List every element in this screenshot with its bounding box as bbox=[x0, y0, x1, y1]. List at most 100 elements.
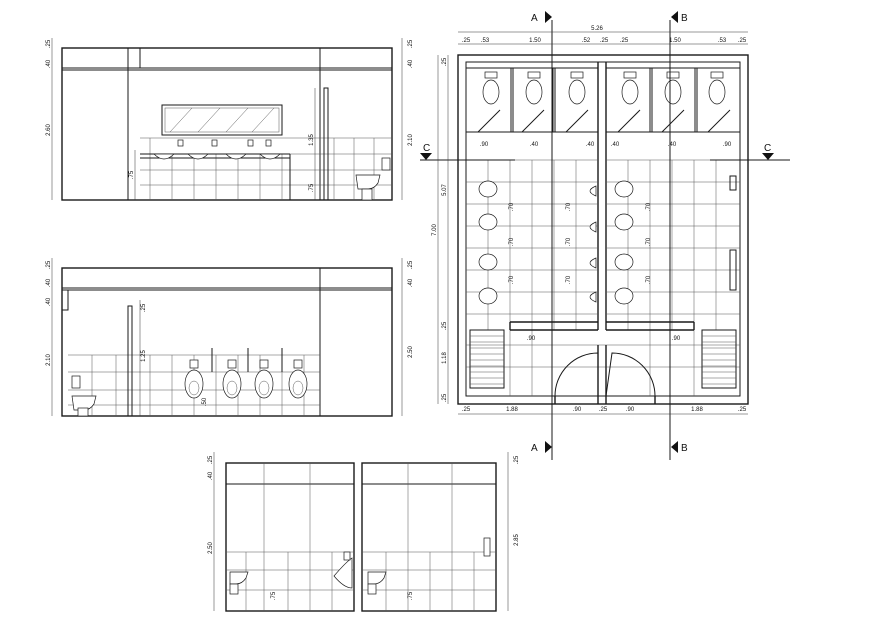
elev1-basins bbox=[153, 139, 281, 160]
svg-text:.70: .70 bbox=[509, 275, 515, 284]
svg-text:.40: .40 bbox=[46, 278, 52, 287]
elevation-sinks: .25 .40 2.60 .25 .40 2.10 .75 1.35 .75 bbox=[46, 38, 414, 201]
svg-text:.90: .90 bbox=[573, 407, 582, 413]
svg-text:.25: .25 bbox=[208, 455, 214, 464]
svg-text:.90: .90 bbox=[626, 407, 635, 413]
elev2-door-edge bbox=[127, 305, 133, 417]
svg-text:2.50: 2.50 bbox=[408, 346, 414, 358]
elev2-urinals bbox=[184, 348, 308, 399]
svg-text:.70: .70 bbox=[566, 202, 572, 211]
elev3-dimensions: .25 .40 2.50 .25 2.85 .75 .75 bbox=[208, 452, 520, 611]
svg-text:1.50: 1.50 bbox=[669, 38, 681, 44]
svg-text:1.25: 1.25 bbox=[141, 350, 147, 362]
plan-outer-wall bbox=[457, 54, 749, 405]
plan-entry-walls bbox=[509, 321, 695, 404]
svg-text:.25: .25 bbox=[620, 38, 629, 44]
svg-text:.70: .70 bbox=[646, 237, 652, 246]
section-a-label-bottom: A bbox=[531, 443, 538, 454]
svg-text:.90: .90 bbox=[723, 142, 732, 148]
svg-text:.25: .25 bbox=[442, 393, 448, 402]
svg-text:.70: .70 bbox=[566, 275, 572, 284]
plan-left-dimensions: 7.00 .25 5.07 .25 1.18 .25 bbox=[432, 55, 449, 404]
svg-text:5.07: 5.07 bbox=[442, 184, 448, 196]
plan-tile-grid bbox=[466, 159, 740, 396]
plan-inner-wall bbox=[465, 61, 741, 397]
svg-text:5.26: 5.26 bbox=[591, 26, 603, 32]
plan-louvre-panels bbox=[469, 329, 737, 389]
plan-stall-partitions bbox=[466, 67, 740, 133]
svg-text:.25: .25 bbox=[599, 407, 608, 413]
elev1-mirror bbox=[161, 104, 283, 136]
svg-text:7.00: 7.00 bbox=[432, 224, 438, 236]
svg-text:.25: .25 bbox=[141, 303, 147, 312]
svg-text:.25: .25 bbox=[46, 39, 52, 48]
plan-toilet-row bbox=[482, 71, 726, 105]
svg-text:.90: .90 bbox=[672, 336, 681, 342]
section-c-label-right: C bbox=[764, 143, 771, 154]
plan-bottom-dimensions: .25 1.88 .90 .25 .90 1.88 .25 bbox=[458, 407, 748, 415]
svg-text:.25: .25 bbox=[514, 455, 520, 464]
section-b-label-top: B bbox=[681, 13, 688, 24]
svg-text:.53: .53 bbox=[718, 38, 727, 44]
svg-text:1.50: 1.50 bbox=[529, 38, 541, 44]
svg-text:.25: .25 bbox=[462, 38, 471, 44]
svg-text:.40: .40 bbox=[530, 142, 539, 148]
svg-text:.40: .40 bbox=[46, 297, 52, 306]
svg-text:.70: .70 bbox=[646, 202, 652, 211]
svg-text:.53: .53 bbox=[481, 38, 490, 44]
svg-text:.25: .25 bbox=[600, 38, 609, 44]
plan-urinals bbox=[589, 185, 597, 303]
elev3-fixtures bbox=[229, 537, 491, 595]
svg-text:.25: .25 bbox=[738, 407, 747, 413]
section-line-a: A A bbox=[531, 11, 553, 460]
svg-text:.90: .90 bbox=[527, 336, 536, 342]
section-c-label-left: C bbox=[423, 143, 430, 154]
svg-text:.75: .75 bbox=[129, 170, 135, 179]
svg-text:.70: .70 bbox=[509, 202, 515, 211]
elev1-dimensions: .25 .40 2.60 .25 .40 2.10 .75 1.35 .75 bbox=[46, 38, 414, 200]
svg-text:.75: .75 bbox=[271, 591, 277, 600]
svg-text:.25: .25 bbox=[442, 57, 448, 66]
svg-text:2.60: 2.60 bbox=[46, 124, 52, 136]
plan-wash-basins bbox=[478, 180, 634, 305]
svg-text:.25: .25 bbox=[408, 260, 414, 269]
section-b-label-bottom: B bbox=[681, 443, 688, 454]
section-line-c: C C bbox=[420, 143, 790, 161]
elev2-toilet bbox=[71, 375, 97, 417]
elevation-urinals: .25 .40 .40 2.10 .25 .40 2.50 .25 1.25 .… bbox=[46, 258, 414, 417]
svg-text:.25: .25 bbox=[462, 407, 471, 413]
plan-top-dimensions: 5.26 .25 .53 1.50 .52 .25 .25 1.50 .53 .… bbox=[458, 26, 748, 45]
svg-text:2.50: 2.50 bbox=[208, 542, 214, 554]
svg-text:.50: .50 bbox=[202, 397, 208, 406]
svg-text:2.10: 2.10 bbox=[408, 134, 414, 146]
svg-text:.40: .40 bbox=[611, 142, 620, 148]
svg-text:.52: .52 bbox=[582, 38, 591, 44]
svg-text:1.35: 1.35 bbox=[309, 134, 315, 146]
plan-inner-dimensions: .90 .40 .40 .40 .40 .90 .70 .70 .70 .70 … bbox=[480, 142, 732, 342]
svg-text:.40: .40 bbox=[668, 142, 677, 148]
section-line-b: B B bbox=[669, 11, 688, 460]
svg-text:2.85: 2.85 bbox=[514, 534, 520, 546]
svg-text:.25: .25 bbox=[738, 38, 747, 44]
elev1-door-edge bbox=[323, 87, 329, 201]
svg-text:1.18: 1.18 bbox=[442, 352, 448, 364]
svg-text:.25: .25 bbox=[46, 260, 52, 269]
svg-text:2.10: 2.10 bbox=[46, 354, 52, 366]
svg-text:.70: .70 bbox=[646, 275, 652, 284]
svg-text:.70: .70 bbox=[509, 237, 515, 246]
svg-text:1.88: 1.88 bbox=[506, 407, 518, 413]
elev2-dimensions: .25 .40 .40 2.10 .25 .40 2.50 .25 1.25 .… bbox=[46, 258, 414, 416]
svg-text:.90: .90 bbox=[480, 142, 489, 148]
svg-text:.40: .40 bbox=[408, 59, 414, 68]
elev1-toilet bbox=[355, 157, 391, 201]
svg-text:.75: .75 bbox=[309, 183, 315, 192]
plan-door-swing-right bbox=[605, 352, 656, 397]
svg-text:.70: .70 bbox=[566, 237, 572, 246]
svg-text:.25: .25 bbox=[442, 321, 448, 330]
svg-text:.25: .25 bbox=[408, 39, 414, 48]
svg-text:.40: .40 bbox=[46, 59, 52, 68]
svg-text:1.88: 1.88 bbox=[691, 407, 703, 413]
svg-text:.75: .75 bbox=[408, 591, 414, 600]
elevation-stalls: .25 .40 2.50 .25 2.85 .75 .75 bbox=[208, 452, 520, 612]
